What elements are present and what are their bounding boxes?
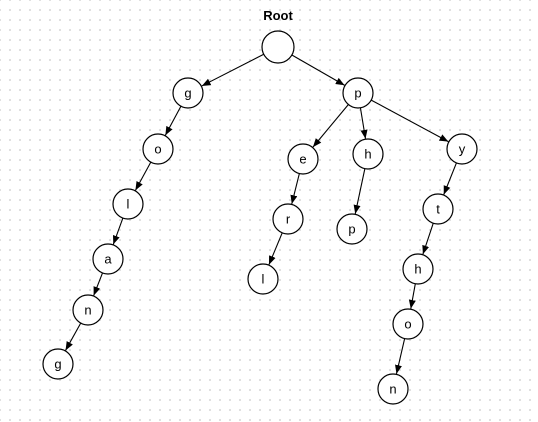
node-l1: l [112, 188, 144, 220]
edge-h1-p2 [353, 168, 366, 214]
edge-o2-n2 [395, 338, 406, 375]
edge-o1-l1 [134, 161, 152, 191]
node-circle [92, 243, 124, 275]
node-g2: g [42, 348, 74, 380]
node-label: n [84, 303, 91, 318]
node-circle [336, 213, 368, 245]
edge-y1-t1 [443, 162, 457, 195]
node-a1: a [92, 243, 124, 275]
node-circle [377, 373, 409, 405]
node-label: l [262, 272, 265, 287]
node-circle [422, 193, 454, 225]
node-circle [112, 188, 144, 220]
node-label: p [348, 222, 355, 237]
node-label: g [184, 86, 191, 101]
node-o1: o [142, 133, 174, 165]
node-circle [287, 143, 319, 175]
node-y1: y [446, 133, 478, 165]
node-label: o [404, 317, 411, 332]
node-circle [172, 77, 204, 109]
node-label: o [154, 142, 161, 157]
node-circle [142, 133, 174, 165]
node-circle [402, 253, 434, 285]
edge-g1-o1 [164, 105, 182, 136]
node-circle [247, 263, 279, 295]
node-label: n [389, 382, 396, 397]
node-g1: g [172, 77, 204, 109]
edges-layer [65, 53, 457, 375]
node-circle [446, 133, 478, 165]
edge-t1-h2 [422, 223, 434, 255]
node-n1: n [72, 294, 104, 326]
node-label: r [286, 212, 291, 227]
node-label: p [354, 86, 361, 101]
diagram-title: Root [263, 8, 293, 23]
node-label: l [127, 197, 130, 212]
node-circle [392, 308, 424, 340]
node-l2: l [247, 263, 279, 295]
node-h2: h [402, 253, 434, 285]
node-r1: r [272, 203, 304, 235]
node-e1: e [287, 143, 319, 175]
edge-root-g1 [201, 53, 265, 87]
node-label: a [104, 252, 112, 267]
node-label: e [299, 152, 306, 167]
node-o2: o [392, 308, 424, 340]
node-p1: p [342, 77, 374, 109]
node-label: h [364, 147, 371, 162]
edge-p1-y1 [370, 99, 449, 143]
node-circle [261, 30, 295, 64]
node-n2: n [377, 373, 409, 405]
node-circle [42, 348, 74, 380]
node-label: t [436, 202, 440, 217]
node-t1: t [422, 193, 454, 225]
node-circle [342, 77, 374, 109]
node-label: y [459, 142, 466, 157]
node-circle [72, 294, 104, 326]
node-h1: h [352, 138, 384, 170]
edge-p1-e1 [312, 104, 349, 148]
nodes-layer: g o l a n g p e r l h p y t h o n [42, 30, 478, 405]
node-p2: p [336, 213, 368, 245]
edge-h2-o2 [408, 283, 416, 309]
edge-l1-a1 [112, 217, 124, 245]
edge-p1-h1 [359, 107, 368, 139]
node-circle [272, 203, 304, 235]
edge-r1-l2 [268, 232, 283, 265]
node-label: h [414, 262, 421, 277]
node-circle [352, 138, 384, 170]
edge-root-p1 [291, 54, 345, 86]
edge-a1-n1 [93, 272, 104, 296]
root-node [261, 30, 295, 64]
node-label: g [54, 357, 61, 372]
edge-e1-r1 [290, 173, 300, 205]
edge-n1-g2 [65, 322, 82, 351]
